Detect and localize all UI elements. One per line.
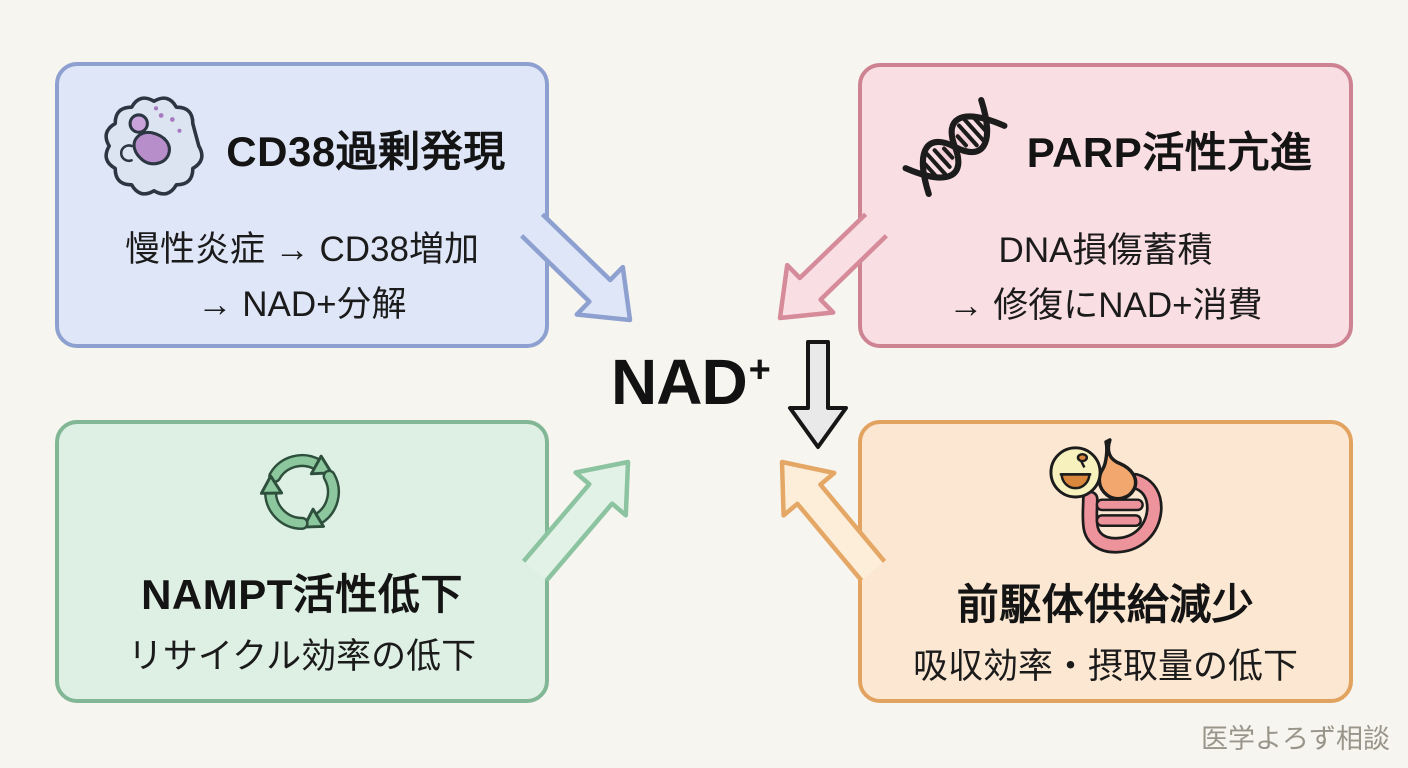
recycle-icon [248,436,356,549]
box-precursor-supply-decrease: 前駆体供給減少 吸収効率・摂取量の低下 [858,420,1353,703]
box-parp-hyperactivation: PARP活性亢進 DNA損傷蓄積 → 修復にNAD+消費 [858,63,1353,348]
nad-plus-superscript: + [748,349,771,391]
box-nampt-activity-decline: NAMPT活性低下 リサイクル効率の低下 [55,420,549,703]
dna-icon [899,91,1011,208]
box-body-line: → 修復にNAD+消費 [948,285,1263,325]
nad-decline-arrow [788,340,848,449]
box-body-line: 慢性炎症 → CD38増加 [125,230,479,269]
nad-label: NAD+ [611,349,771,414]
nad-text: NAD [611,346,748,418]
box-title: PARP活性亢進 [1026,129,1313,176]
gut-icon [1047,436,1165,559]
immune-cell-icon [98,90,210,207]
box-body-line: リサイクル効率の低下 [127,637,477,676]
box-body-line: → NAD+分解 [197,284,407,324]
box-title: CD38過剰発現 [226,128,506,175]
box-body-line: DNA損傷蓄積 [998,231,1213,270]
watermark: 医学よろず相談 [1201,724,1390,754]
box-cd38-overexpression: CD38過剰発現 慢性炎症 → CD38増加 → NAD+分解 [55,62,549,348]
box-body-line: 吸収効率・摂取量の低下 [912,647,1298,686]
box-title: NAMPT活性低下 [141,571,463,618]
box-title: 前駆体供給減少 [956,581,1255,628]
